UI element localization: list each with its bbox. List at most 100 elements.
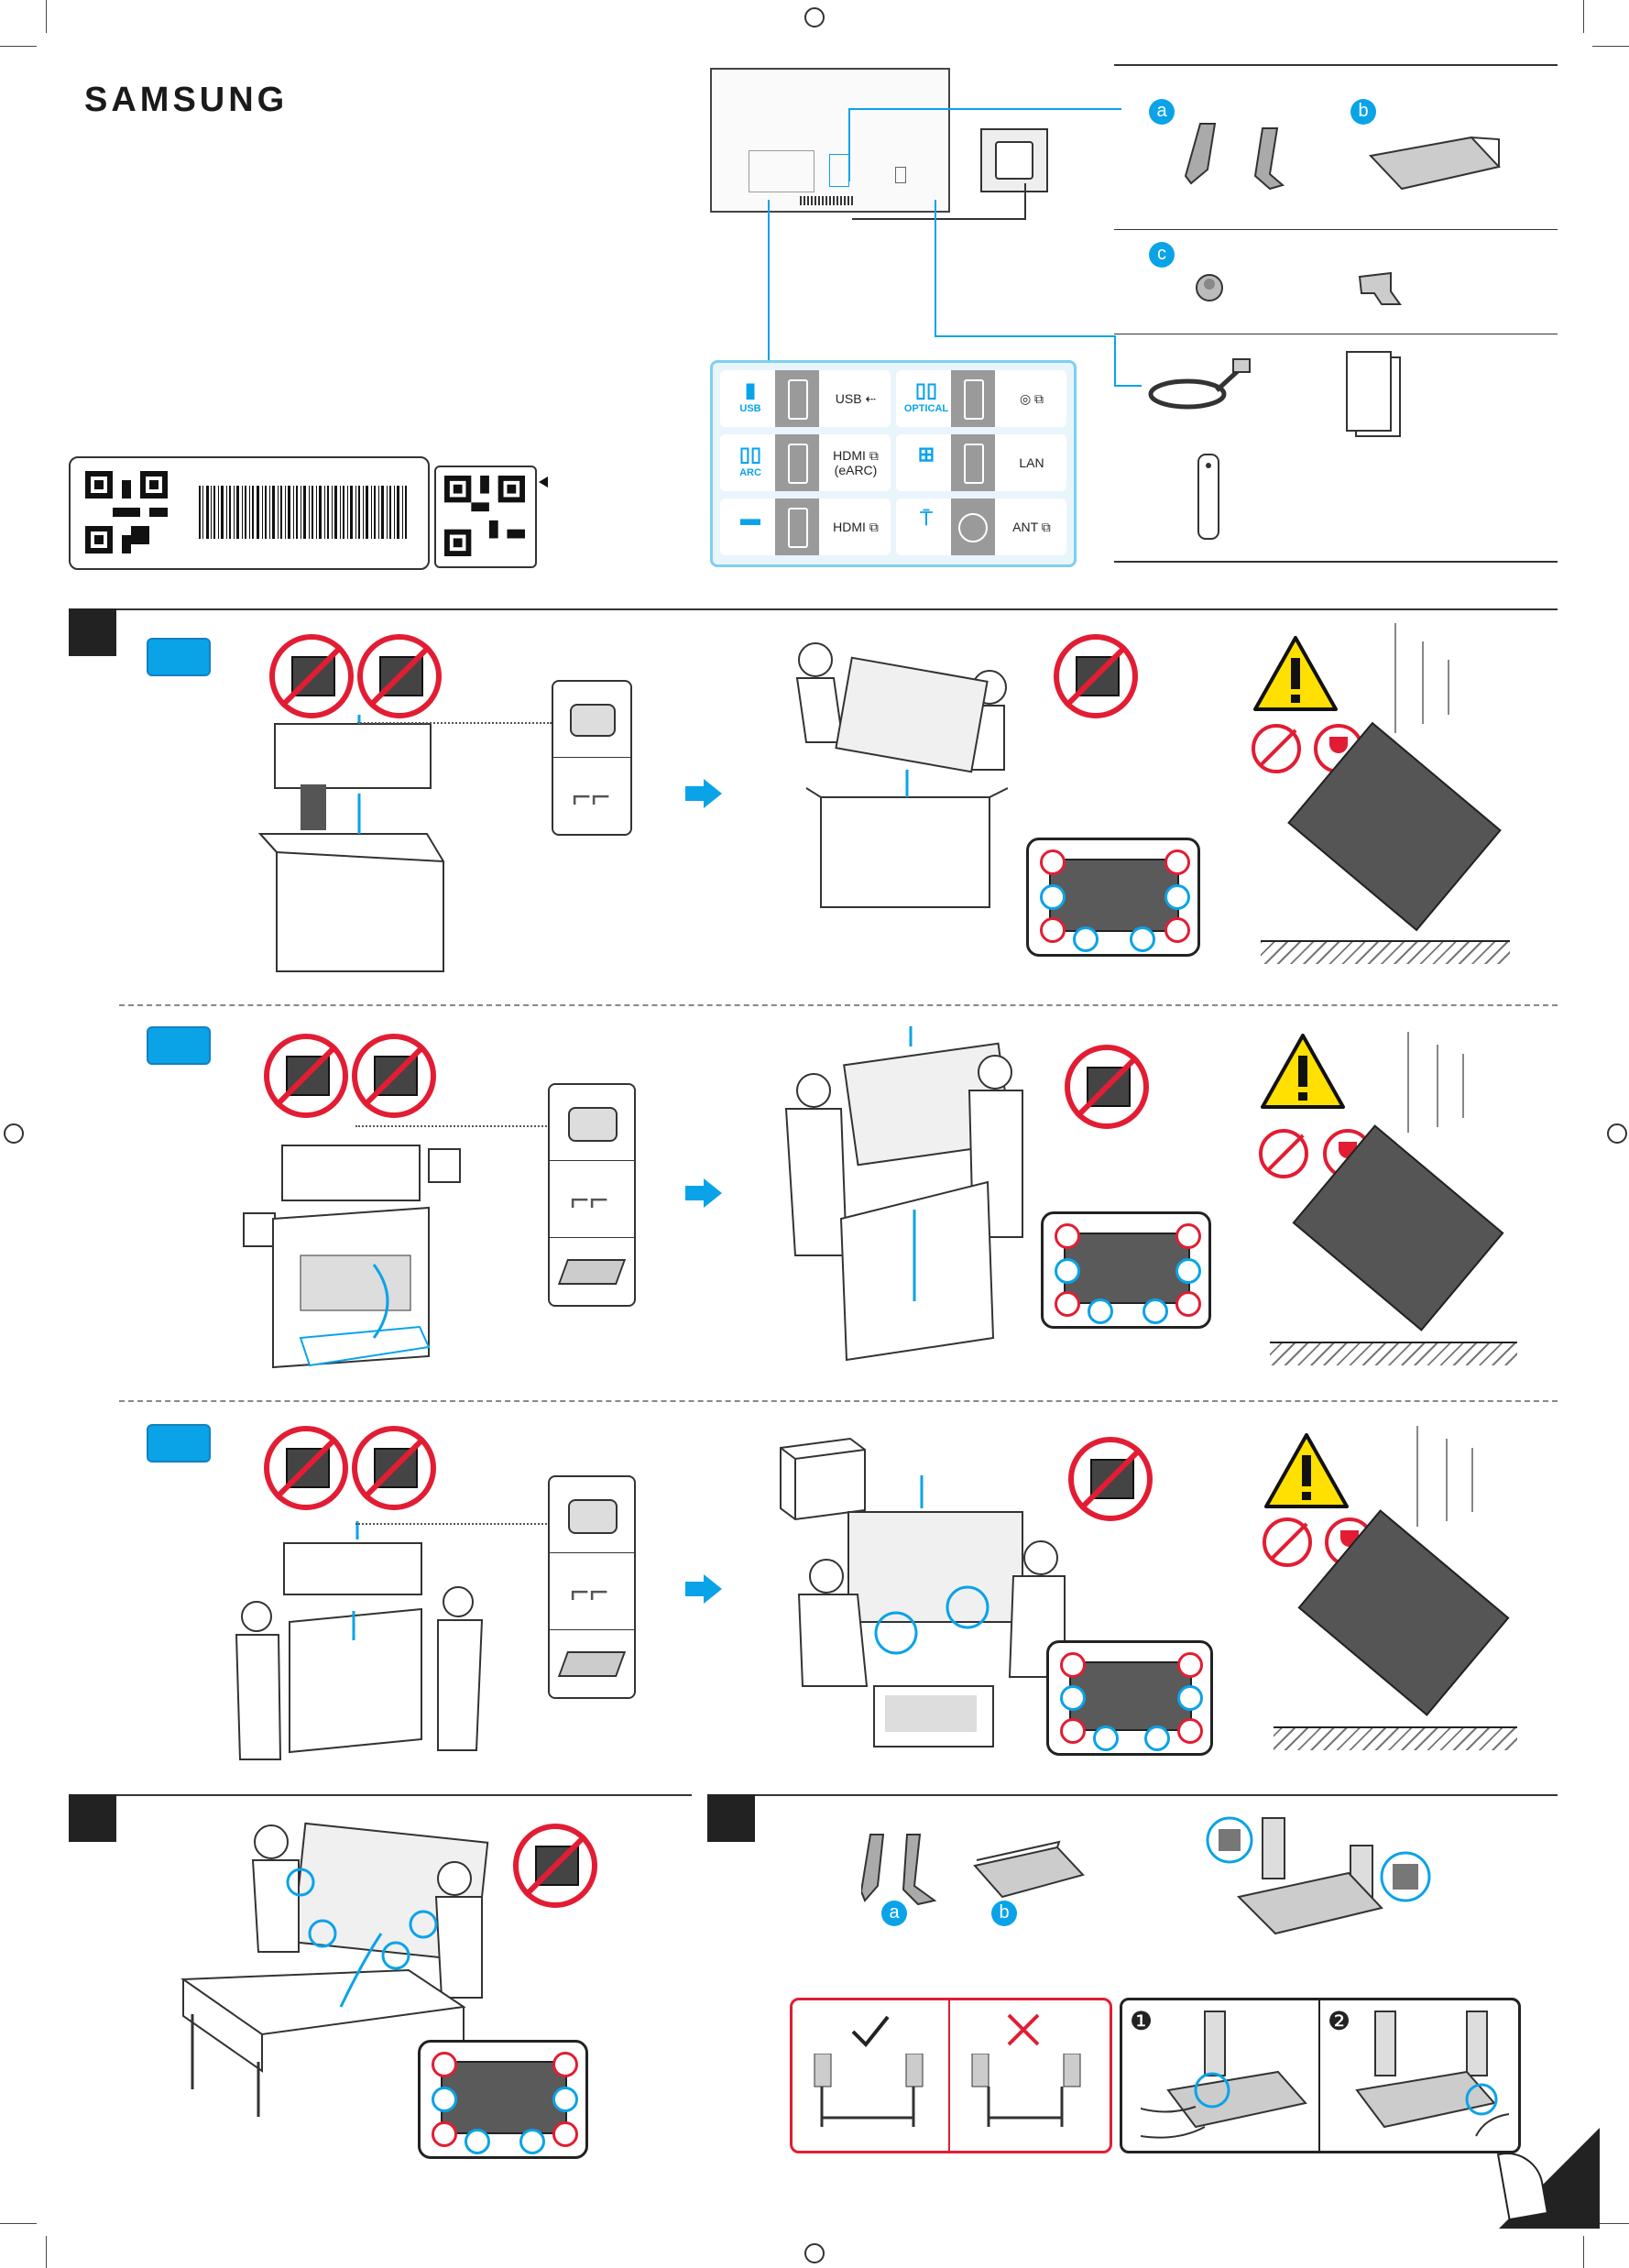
- two-people-lifting-illustration: [788, 632, 1008, 935]
- incorrect-orientation-illustration: [963, 2054, 1091, 2136]
- step-number-2: [69, 1794, 116, 1842]
- unpacking-box-illustration: [257, 715, 449, 981]
- motion-line: [1394, 623, 1396, 733]
- warning-triangle-icon: [1252, 634, 1339, 715]
- prohibited-icon: [1259, 1129, 1308, 1178]
- next-arrow-icon: [704, 1178, 722, 1208]
- attach-base-illustration: [1141, 2008, 1315, 2145]
- tv-rear-mini: [441, 2061, 567, 2134]
- qr-code-icon: [85, 471, 168, 553]
- red-hole-marker: [1175, 1291, 1201, 1317]
- red-hole-marker: [552, 2121, 578, 2147]
- hole-detail-panel: [1046, 1640, 1213, 1756]
- antenna-icon: ⍑: [903, 506, 949, 548]
- red-hole-marker: [432, 2121, 457, 2147]
- motion-line: [1422, 641, 1424, 724]
- port-slot: [951, 370, 995, 427]
- stand-legs-icon: ⌐⌐: [572, 777, 610, 816]
- step-number-3: [707, 1794, 755, 1842]
- divider: [1114, 64, 1558, 66]
- crop-mark: [1583, 0, 1584, 33]
- checkmark-icon: [847, 2013, 893, 2050]
- lan-icon: ⊞: [903, 442, 949, 484]
- stand-base-icon: [558, 1259, 626, 1285]
- connector-line: [1114, 335, 1116, 387]
- port-slot: [775, 434, 819, 491]
- dashed-divider: [119, 1004, 1558, 1006]
- qr-code-icon: [444, 476, 525, 556]
- next-arrow-icon: [685, 1582, 705, 1596]
- tv-power-port: [895, 167, 906, 183]
- remote-pack-icon: [570, 704, 616, 737]
- no-touch-screen-icon: [513, 1824, 597, 1908]
- stand-legs-icon: [1182, 119, 1301, 192]
- tv-rear-illustration: [710, 68, 950, 213]
- no-touch-screen-icon: [1068, 1437, 1153, 1521]
- motion-line: [1446, 1439, 1448, 1521]
- red-hole-marker: [552, 2052, 578, 2077]
- crop-mark: [0, 2223, 37, 2224]
- stand-legs-icon: ⌐⌐: [570, 1572, 608, 1611]
- manual-icon: [1343, 350, 1407, 442]
- size-badge: [147, 1424, 211, 1463]
- blue-hole-marker: [1088, 1298, 1113, 1324]
- port-antenna: ⍑ ANT ⧉: [896, 499, 1066, 555]
- warning-triangle-icon: [1259, 1032, 1347, 1112]
- section-divider: [707, 1794, 1558, 1796]
- tv-rear-mini: [1069, 1661, 1192, 1731]
- blue-hole-marker: [432, 2087, 457, 2112]
- motion-line: [1462, 1054, 1464, 1118]
- port-panel: ▮USB USB ⇠ ▯▯OPTICAL ◎ ⧉ ▯▯ARC HDMI ⧉ (e…: [710, 360, 1077, 567]
- clip-icon: [1354, 268, 1405, 308]
- registration-mark: [4, 1123, 24, 1144]
- size-badge: [147, 1026, 211, 1065]
- remote-control-icon: [1195, 453, 1222, 542]
- crop-mark: [46, 2236, 47, 2268]
- floor-hatched: [1274, 1726, 1517, 1750]
- cross-icon: [1005, 2011, 1042, 2048]
- motion-line: [1437, 1045, 1438, 1127]
- screw-icon: [1191, 268, 1228, 304]
- red-hole-marker: [1055, 1291, 1080, 1317]
- accessory-box: ⌐⌐: [548, 1475, 636, 1699]
- red-hole-marker: [1177, 1652, 1203, 1678]
- registration-mark: [804, 2243, 825, 2263]
- brand-logo: SAMSUNG: [84, 81, 288, 120]
- stand-base-icon: [1361, 119, 1508, 192]
- red-hole-marker: [1164, 917, 1190, 943]
- no-touch-screen-icon: [1054, 634, 1138, 718]
- port-optical: ▯▯OPTICAL ◎ ⧉: [896, 370, 1066, 427]
- next-arrow-icon: [704, 1574, 722, 1604]
- accessory-box: ⌐⌐: [552, 680, 632, 836]
- usb-icon: ▮USB: [727, 378, 773, 420]
- section-divider: [69, 608, 1558, 610]
- no-press-screen-icon: [352, 1426, 436, 1510]
- connector-line: [768, 200, 770, 361]
- port-hdmi-earc: ▯▯ARC HDMI ⧉ (eARC): [720, 434, 891, 491]
- motion-line: [1416, 1426, 1418, 1527]
- blue-hole-marker: [552, 2087, 578, 2112]
- hole-detail-panel: [1026, 838, 1200, 957]
- tv-rear-ports: [749, 150, 814, 192]
- qr-code-label: [434, 466, 537, 568]
- port-slot: [775, 499, 819, 555]
- power-cable: [852, 218, 1026, 220]
- no-press-screen-icon: [357, 634, 442, 718]
- red-hole-marker: [1177, 1718, 1203, 1744]
- tv-rear-mini: [1064, 1233, 1190, 1304]
- blue-hole-marker: [1093, 1726, 1119, 1751]
- wall-outlet-icon: [980, 128, 1048, 192]
- red-hole-marker: [1060, 1652, 1086, 1678]
- blue-hole-marker: [465, 2129, 490, 2154]
- size-badge: [147, 638, 211, 676]
- stand-legs-icon: ⌐⌐: [570, 1180, 608, 1219]
- port-slot: [775, 370, 819, 427]
- registration-mark: [804, 7, 825, 27]
- port-hdmi: ▬ HDMI ⧉: [720, 499, 891, 555]
- accessory-label-a: a: [1149, 99, 1175, 125]
- leader-line: [357, 722, 552, 724]
- connector-line: [848, 108, 850, 181]
- port-label: HDMI ⧉: [823, 499, 889, 555]
- port-label: ◎ ⧉: [999, 370, 1065, 427]
- stand-assembly-steps: ❶ ❷: [1120, 1998, 1521, 2153]
